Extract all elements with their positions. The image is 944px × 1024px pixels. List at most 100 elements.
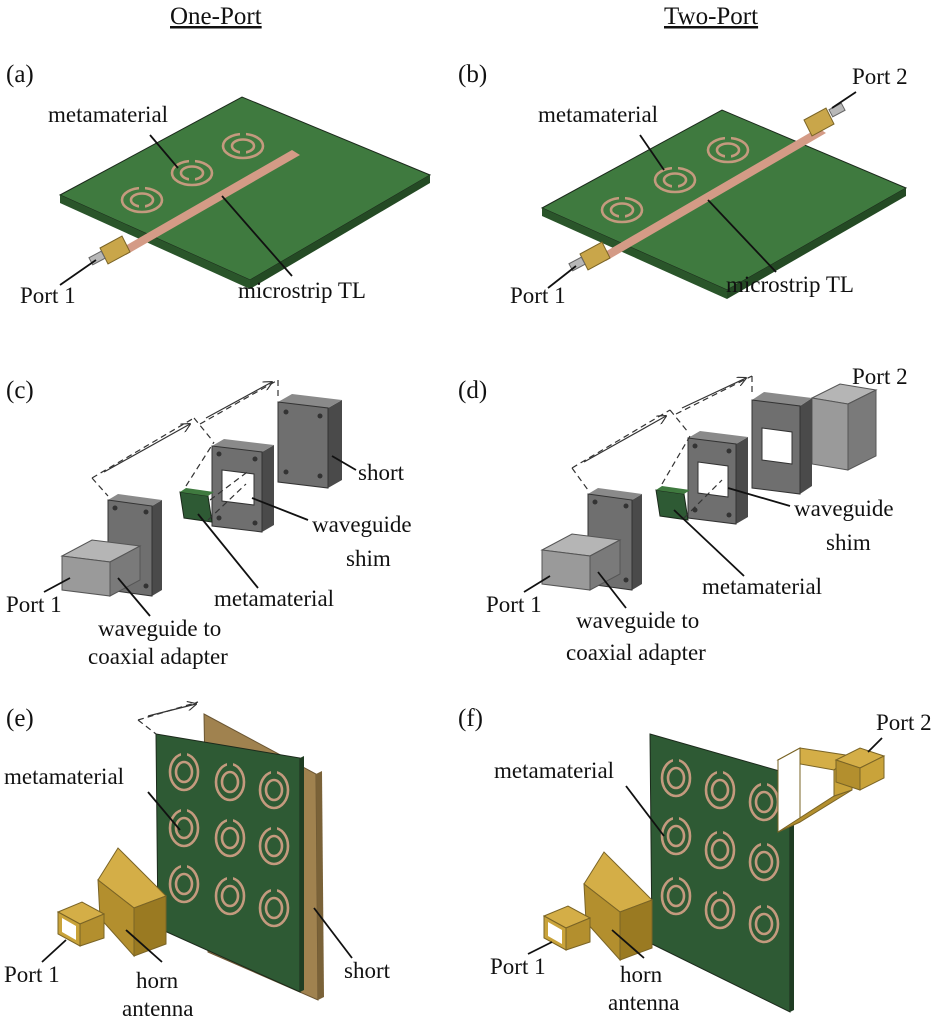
label-horn-1: horn <box>620 962 663 987</box>
panel-b-tag: (b) <box>458 61 487 88</box>
panel-e-tag: (e) <box>6 705 34 732</box>
panel-b: (b) Port 2 metamaterial microstrip TL Po… <box>458 61 908 308</box>
leader-short <box>313 907 353 959</box>
heading-one-port: One-Port <box>170 3 262 30</box>
assembly-guide <box>683 479 723 519</box>
port2-flange-top <box>752 392 812 406</box>
label-port-1: Port 1 <box>6 592 62 617</box>
panel-a-tag: (a) <box>6 61 34 88</box>
short-plate-top <box>278 394 342 408</box>
label-horn-1: horn <box>136 968 179 993</box>
metamaterial-panel-edge <box>790 772 794 1012</box>
assembly-arrow <box>103 424 190 473</box>
assembly-arrow <box>147 704 196 717</box>
label-port-2: Port 2 <box>876 710 932 735</box>
assembly-guide <box>675 375 753 415</box>
shim-top <box>212 439 274 452</box>
assembly-guide <box>571 409 671 469</box>
label-port-1: Port 1 <box>4 962 60 987</box>
leader-port-1 <box>43 577 71 593</box>
leader-port-1 <box>59 259 97 286</box>
leader-port-1 <box>547 265 577 289</box>
panel-f: (f) Port 2 metamaterial Port 1 horn <box>458 705 932 1015</box>
panel-f-tag: (f) <box>458 705 483 732</box>
assembly-guide <box>209 469 251 501</box>
leader-metamaterial <box>625 785 665 837</box>
shim-aperture <box>697 461 729 498</box>
shim-side <box>262 445 274 532</box>
assembly-arrow <box>205 382 272 419</box>
leader-metamaterial <box>147 791 181 831</box>
port2-body-side <box>847 389 877 471</box>
panel-d-tag: (d) <box>458 377 487 404</box>
assembly-guide <box>91 477 109 497</box>
label-metamaterial: metamaterial <box>538 102 658 127</box>
label-port-1: Port 1 <box>510 283 566 308</box>
assembly-guide <box>137 719 157 735</box>
leader-metamaterial <box>673 509 745 577</box>
adapter-body-side <box>589 539 621 591</box>
label-waveguide-shim-1: waveguide <box>312 512 412 537</box>
assembly-guide <box>185 441 215 487</box>
leader-port-1 <box>41 939 67 963</box>
assembly-arrow <box>681 378 746 409</box>
horn2-feed-side <box>859 755 885 791</box>
label-metamaterial: metamaterial <box>4 764 124 789</box>
label-adapter-2: coaxial adapter <box>88 644 228 669</box>
leader-waveguide-shim <box>251 497 309 521</box>
leader-horn <box>611 929 645 959</box>
heading-two-port: Two-Port <box>664 3 758 30</box>
label-waveguide-shim-1: waveguide <box>794 496 894 521</box>
shim-side <box>736 437 748 524</box>
assembly-guide <box>669 409 689 433</box>
port2-aperture <box>761 427 793 465</box>
leader-port-1 <box>523 575 551 593</box>
metamaterial-insert <box>179 491 213 523</box>
leader-short <box>331 455 357 471</box>
short-backplate-edge <box>316 771 324 1000</box>
label-port-2: Port 2 <box>852 364 908 389</box>
leader-port-2 <box>867 737 883 753</box>
label-port-1: Port 1 <box>20 283 76 308</box>
leader-microstrip-tl <box>707 199 777 273</box>
assembly-guide <box>199 379 279 425</box>
label-horn-2: antenna <box>122 996 194 1021</box>
leader-adapter <box>117 577 151 617</box>
metamaterial-insert <box>655 489 689 521</box>
leader-adapter <box>597 571 627 609</box>
label-waveguide-shim-2: shim <box>346 546 391 571</box>
label-short: short <box>344 958 391 983</box>
microstrip-line <box>118 150 300 255</box>
panel-e: (e) metamaterial short Port 1 horn ante <box>4 702 391 1021</box>
port2-flange-side <box>800 398 812 494</box>
panel-c-tag: (c) <box>6 377 34 404</box>
sma-connector <box>99 235 131 265</box>
shim-top <box>688 431 748 444</box>
pcb-board-edge-side <box>727 188 906 299</box>
adapter-flange-top <box>108 494 162 506</box>
label-adapter-1: waveguide to <box>98 616 221 641</box>
label-metamaterial: metamaterial <box>494 758 614 783</box>
adapter-body-front <box>61 555 111 597</box>
metamaterial-panel <box>649 733 791 1013</box>
label-microstrip-tl: microstrip TL <box>726 272 854 297</box>
leader-metamaterial <box>197 513 259 589</box>
pcb-board-edge <box>60 195 250 289</box>
label-port-1: Port 1 <box>486 592 542 617</box>
panel-c: (c) sh <box>6 377 412 669</box>
leader-waveguide-shim <box>727 487 791 507</box>
panel-a: (a) metamaterial microstrip TL Port 1 <box>6 61 432 308</box>
leader-port-1 <box>527 941 553 955</box>
label-metamaterial: metamaterial <box>214 586 334 611</box>
label-adapter-1: waveguide to <box>576 608 699 633</box>
short-plate <box>277 401 329 489</box>
assembly-guide <box>571 467 589 491</box>
adapter-body-side <box>109 545 141 597</box>
label-adapter-2: coaxial adapter <box>566 640 706 665</box>
label-metamaterial: metamaterial <box>702 574 822 599</box>
label-metamaterial: metamaterial <box>48 102 168 127</box>
adapter-flange-top <box>588 488 642 500</box>
assembly-guide <box>91 417 195 479</box>
sma-connector-port-1 <box>579 241 611 271</box>
